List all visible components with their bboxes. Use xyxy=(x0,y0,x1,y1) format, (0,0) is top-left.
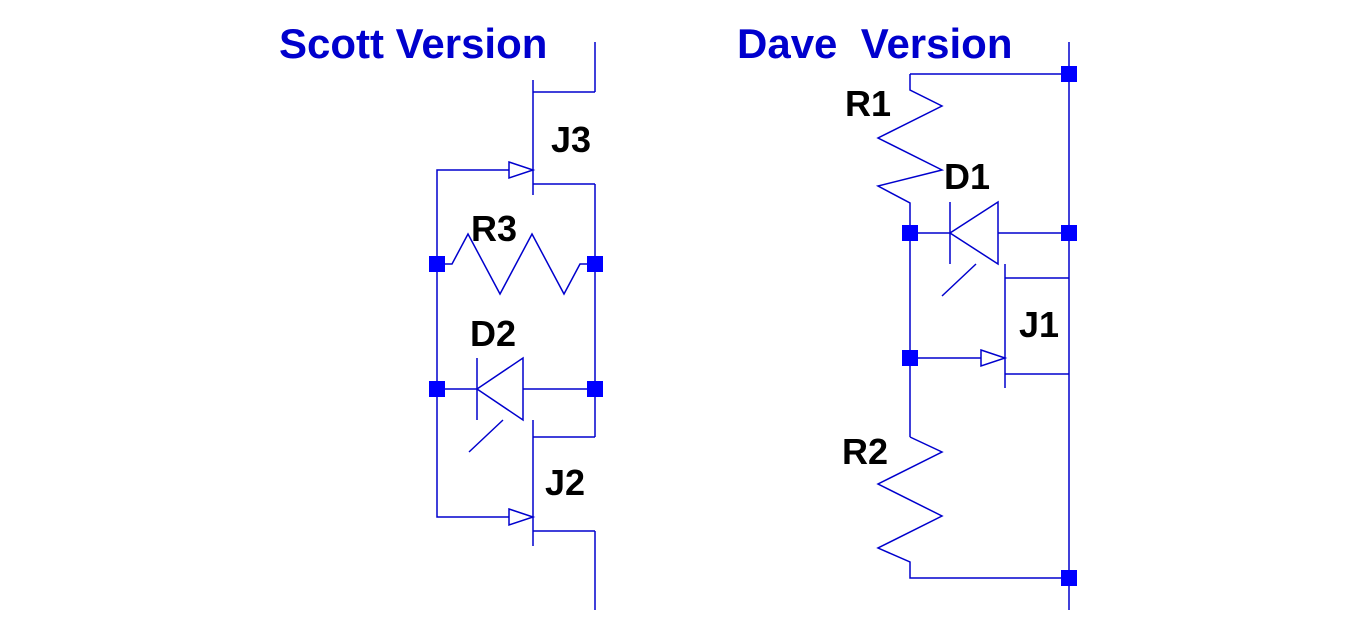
dave-node xyxy=(1061,225,1077,241)
diode-d1[interactable] xyxy=(910,200,1069,297)
scott-node xyxy=(429,256,445,272)
resistor-r3[interactable] xyxy=(437,232,595,296)
label-r2: R2 xyxy=(842,431,888,472)
scott-title: Scott Version xyxy=(279,20,547,67)
label-j2: J2 xyxy=(545,462,585,503)
scott-node xyxy=(587,381,603,397)
dave-title: Dave Version xyxy=(737,20,1012,67)
label-j1: J1 xyxy=(1019,304,1059,345)
dave-node xyxy=(902,225,918,241)
label-r1: R1 xyxy=(845,83,891,124)
scott-left-rail xyxy=(436,169,509,518)
scott-node xyxy=(587,256,603,272)
dave-circuit: Dave Version R1 D1 J1 xyxy=(737,20,1077,610)
label-d1: D1 xyxy=(944,156,990,197)
label-r3: R3 xyxy=(471,208,517,249)
scott-circuit: Scott Version J3 R3 D2 xyxy=(279,20,603,610)
diode-d2[interactable] xyxy=(437,356,595,453)
resistor-r1[interactable] xyxy=(875,74,945,233)
jfet-j3[interactable] xyxy=(508,42,596,195)
dave-node xyxy=(902,350,918,366)
label-j3: J3 xyxy=(551,119,591,160)
dave-node xyxy=(1061,570,1077,586)
jfet-j1[interactable] xyxy=(910,264,1069,388)
scott-node xyxy=(429,381,445,397)
jfet-j2[interactable] xyxy=(508,420,596,610)
resistor-r2[interactable] xyxy=(876,436,1069,579)
label-d2: D2 xyxy=(470,313,516,354)
dave-node xyxy=(1061,66,1077,82)
